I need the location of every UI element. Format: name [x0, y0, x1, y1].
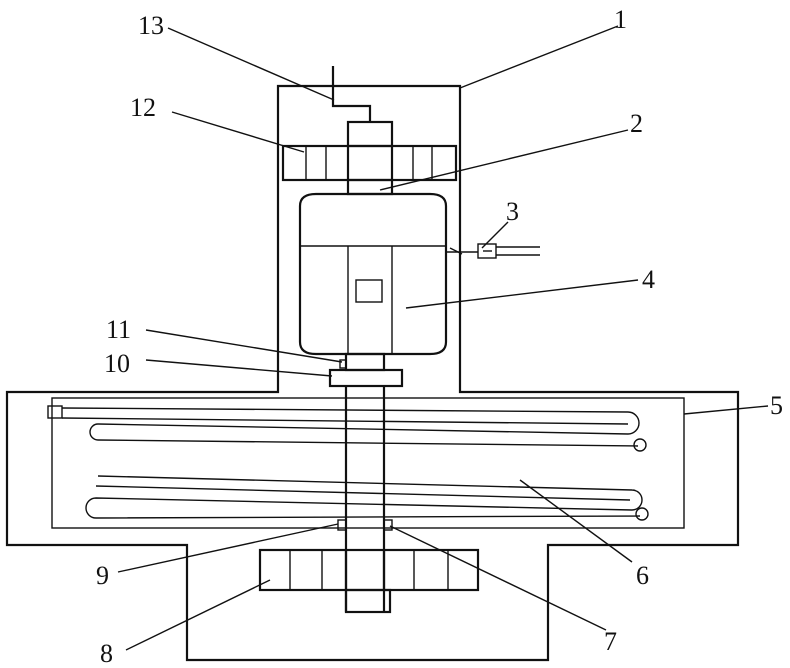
heating-coil — [48, 406, 648, 520]
leader-lines — [118, 26, 768, 650]
motor — [300, 194, 446, 354]
label-4: 4 — [642, 265, 655, 294]
top-cap — [348, 122, 392, 146]
label-7: 7 — [604, 627, 617, 656]
upper-shaft — [348, 180, 392, 194]
label-8: 8 — [100, 639, 113, 668]
label-1: 1 — [614, 5, 627, 34]
lower-motor-shaft — [346, 354, 384, 370]
coupling-flange — [330, 370, 402, 386]
power-cable — [333, 66, 370, 122]
label-10: 10 — [104, 349, 130, 378]
label-5: 5 — [770, 391, 783, 420]
lower-fan — [260, 550, 478, 590]
label-12: 12 — [130, 93, 156, 122]
label-13: 13 — [138, 11, 164, 40]
label-9: 9 — [96, 561, 109, 590]
label-11: 11 — [106, 315, 131, 344]
label-6: 6 — [636, 561, 649, 590]
upper-fan — [283, 146, 456, 180]
label-3: 3 — [506, 197, 519, 226]
label-2: 2 — [630, 109, 643, 138]
